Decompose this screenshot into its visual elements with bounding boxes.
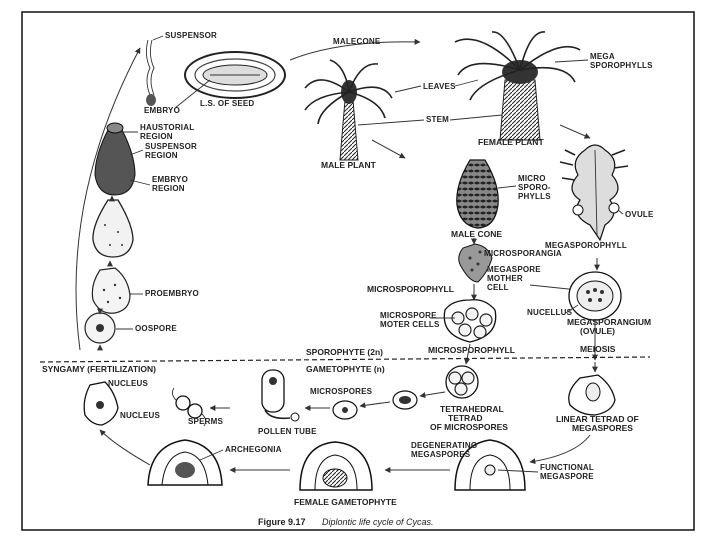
page-border — [21, 11, 695, 531]
label-microsporophyll-low: MICROSPOROPHYLL — [428, 345, 515, 355]
label-tetrahedral-2: TETRAD — [448, 413, 482, 423]
label-microspores: MICROSPORES — [310, 387, 373, 396]
seed-ls-drawing — [184, 51, 286, 99]
embryo-pear-dark — [94, 122, 136, 196]
label-haustorial-2: REGION — [140, 132, 173, 141]
arrow-microspore-chain — [359, 401, 391, 409]
label-sperms: SPERMS — [188, 417, 223, 426]
label-mega-sporophylls-2: SPOROPHYLLS — [590, 61, 653, 70]
label-female-plant: FEMALE PLANT — [478, 137, 544, 147]
generation-divider — [39, 356, 651, 363]
label-sporophyte: SPOROPHYTE (2n) — [306, 347, 383, 357]
oospore-cell — [84, 312, 116, 344]
degenerating-megaspores-drawing — [454, 439, 526, 491]
arrow-male-plant-to-cone — [371, 139, 406, 159]
arrow-linear-tetrad-to-degenerating — [529, 434, 591, 465]
label-suspensor-region-2: REGION — [145, 151, 178, 160]
male-plant-drawing — [304, 59, 393, 161]
label-functional-1: FUNCTIONAL — [540, 463, 594, 472]
label-microsporophyll-mid: MICROSPOROPHYLL — [367, 284, 454, 294]
linear-tetrad-drawing — [568, 374, 616, 416]
label-megaspore-mother-cell-1: MEGASPORE — [487, 265, 541, 274]
label-functional-2: MEGASPORE — [540, 472, 594, 481]
label-nucellus: NUCELLUS — [527, 308, 573, 317]
label-leaves: LEAVES — [423, 82, 456, 91]
label-archegonia: ARCHEGONIA — [225, 445, 282, 454]
label-micro-sporophylls-1: MICRO — [518, 174, 546, 183]
archegonium-fertilization-drawing — [147, 439, 223, 486]
label-haustorial-1: HAUSTORIAL — [140, 123, 194, 132]
label-tetrahedral-3: OF MICROSPORES — [430, 422, 508, 432]
female-gametophyte-drawing — [299, 441, 373, 491]
label-proembryo: PROEMBRYO — [145, 289, 199, 298]
female-plant-drawing — [454, 31, 581, 141]
label-microsporangia: MICROSPORANGIA — [484, 249, 562, 258]
label-megaspore-mother-cell-3: CELL — [487, 283, 509, 292]
label-linear-tetrad-1: LINEAR TETRAD OF — [556, 414, 639, 424]
label-suspensor-region-1: SUSPENSOR — [145, 142, 197, 151]
label-stem: STEM — [426, 115, 449, 124]
caption-figure-number: Figure 9.17 — [258, 517, 306, 527]
microsporangia-drawing — [458, 243, 493, 283]
label-degenerating-1: DEGENERATING — [411, 441, 477, 450]
label-degenerating-2: MEGASPORES — [411, 450, 471, 459]
label-megasporangium-2: (OVULE) — [580, 326, 615, 336]
label-tetrahedral-1: TETRAHEDRAL — [440, 404, 504, 414]
label-female-gametophyte: FEMALE GAMETOPHYTE — [294, 497, 397, 507]
arrow-mother-cells-to-tetrad — [464, 343, 471, 365]
arrow-tetrad-to-microspore — [419, 391, 446, 399]
label-male-cone: MALE CONE — [451, 229, 502, 239]
label-pollen-tube: POLLEN TUBE — [258, 427, 317, 436]
fertilization-cell-drawing — [83, 381, 119, 426]
arrow-archegonia-to-fertilization — [99, 429, 151, 466]
megasporangium-drawing — [568, 271, 622, 321]
label-microspore-moter-cells-2: MOTER CELLS — [380, 320, 440, 329]
label-micro-sporophylls-3: PHYLLS — [518, 192, 551, 201]
label-embryo-region-1: EMBRYO — [152, 175, 188, 184]
sperms-drawing — [171, 387, 207, 427]
label-micro-sporophylls-2: SPORO- — [518, 183, 551, 192]
male-cone-drawing — [456, 159, 499, 229]
arrow-female-plant-to-megasporophyll — [559, 124, 591, 139]
suspensor-drawing — [145, 39, 156, 106]
label-nucleus-2: NUCLEUS — [120, 411, 161, 420]
label-megaspore-mother-cell-2: MOTHER — [487, 274, 523, 283]
megasporophyll-drawing — [559, 144, 629, 242]
label-microspore-moter-cells-1: MICROSPORE — [380, 311, 437, 320]
label-embryo: EMBRYO — [144, 106, 180, 115]
label-ls-of-seed: L.S. OF SEED — [200, 99, 254, 108]
label-male-plant: MALE PLANT — [321, 160, 377, 170]
label-linear-tetrad-2: MEGASPORES — [572, 423, 633, 433]
label-ovule: OVULE — [625, 210, 654, 219]
caption-text: Diplontic life cycle of Cycas. — [322, 517, 434, 527]
label-megasporophyll: MEGASPOROPHYLL — [545, 241, 627, 250]
label-nucleus-1: NUCLEUS — [108, 379, 149, 388]
label-syngamy: SYNGAMY (FERTILIZATION) — [42, 364, 156, 374]
label-suspensor: SUSPENSOR — [165, 31, 217, 40]
microspores-drawing — [332, 390, 418, 420]
pollen-tube-drawing — [261, 369, 300, 422]
label-meiosis: MEIOSIS — [580, 344, 616, 354]
label-embryo-region-2: REGION — [152, 184, 185, 193]
label-gametophyte: GAMETOPHYTE (n) — [306, 364, 385, 374]
label-megasporangium-1: MEGASPORANGIUM — [567, 317, 651, 327]
microspore-mother-cells-drawing — [443, 299, 497, 343]
embryo-pear-light — [92, 199, 134, 258]
label-oospore: OOSPORE — [135, 324, 177, 333]
arrow-seed-to-plants — [289, 38, 421, 61]
label-mega-sporophylls-1: MEGA — [590, 52, 615, 61]
tetrahedral-tetrad-drawing — [445, 365, 479, 399]
proembryo-cell — [91, 267, 131, 314]
arrow-left-cycle — [75, 47, 141, 351]
label-malecone: MALECONE — [333, 37, 381, 46]
